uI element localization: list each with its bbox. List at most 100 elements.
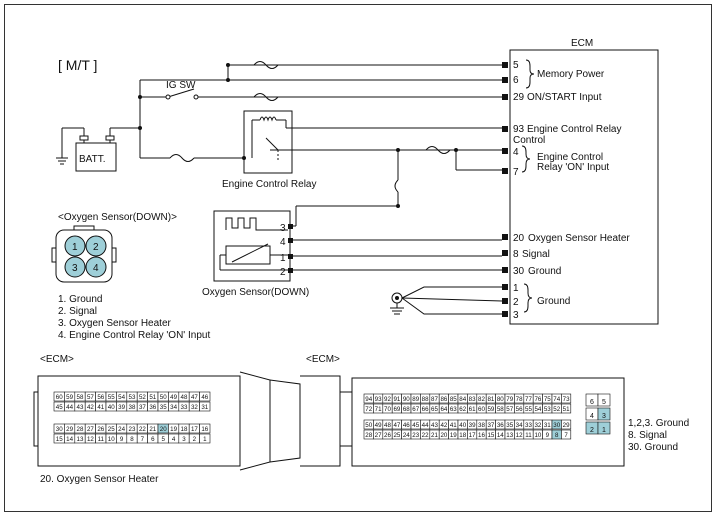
ecm-pin-6: 6 [513, 75, 519, 86]
ecm-left-pin-20-label: 20 [160, 426, 167, 433]
sensor-cell-3: 3 [72, 263, 78, 274]
ecm-right-pin-88-label: 88 [422, 396, 429, 403]
ecm-right-pin-17-label: 17 [469, 432, 476, 439]
ecm-left-pin-31-label: 31 [201, 404, 208, 411]
ecm-right-pin-82-label: 82 [478, 396, 485, 403]
ecm-pin-30-label: Ground [528, 266, 561, 277]
ecm-left-pin-40-label: 40 [108, 404, 115, 411]
ecm-pin-2: 2 [513, 297, 519, 308]
relay-feed [140, 154, 246, 162]
ig-sw-label: IG SW [166, 80, 196, 91]
ecm-right-pin-7-cell [561, 429, 572, 440]
ecm-left-pin-31-cell [199, 401, 211, 412]
ecm-right-pin-39-label: 39 [469, 422, 476, 429]
ecm-left-pin-39-label: 39 [118, 404, 125, 411]
ecm-right-pin-93-label: 93 [375, 396, 382, 403]
ecm-left-pin-34-label: 34 [170, 404, 177, 411]
ecm-left-pin-5-label: 5 [161, 436, 165, 443]
ecm-right-pin-60-label: 60 [478, 406, 485, 413]
ecm-right-pin-29-cell [561, 419, 572, 430]
ecm-right-pin-94-label: 94 [365, 396, 372, 403]
ecm-left-pin-29-label: 29 [66, 426, 73, 433]
ecm-right-pin-42-label: 42 [440, 422, 447, 429]
ecm-right-pin-18-label: 18 [459, 432, 466, 439]
ecm-right-pin-66-label: 66 [422, 406, 429, 413]
ecm-left-pin-21-label: 21 [149, 426, 156, 433]
ecm-left-pin-24-label: 24 [118, 426, 125, 433]
ecm-right-pin-49-label: 49 [375, 422, 382, 429]
ecm-left-pin-17-label: 17 [191, 426, 198, 433]
sensor-legend-3: 3. Oxygen Sensor Heater [58, 318, 172, 329]
ecm-pin-8: 8 [513, 249, 519, 260]
ecm-right-pin-26-label: 26 [384, 432, 391, 439]
ecm-left-pin-54-label: 54 [118, 394, 125, 401]
ecm-right-pin-20-label: 20 [440, 432, 447, 439]
ecm-right-pin-41-label: 41 [450, 422, 457, 429]
ecm-left-pin-14-label: 14 [66, 436, 73, 443]
sensor-cell-1: 1 [72, 242, 78, 253]
ecm-right-pin-34-label: 34 [516, 422, 523, 429]
ecm-left-pin-9-label: 9 [120, 436, 124, 443]
ecm-right-pin-33-label: 33 [525, 422, 532, 429]
ecm-right-legend-3: 30. Ground [628, 442, 678, 453]
ecm-right-pin-7-label: 7 [564, 432, 568, 439]
ecm-left-pin-57-label: 57 [87, 394, 94, 401]
ecm-right-pin-70-label: 70 [384, 406, 391, 413]
ecm-right-pin-38-label: 38 [478, 422, 485, 429]
ecm-right-pin-27-label: 27 [375, 432, 382, 439]
ecm-right-pin-61-label: 61 [469, 406, 476, 413]
ecm-right-pin-73-cell [561, 393, 572, 404]
ecm-right-pin-46-label: 46 [403, 422, 410, 429]
ecm-right-small-pin-5-cell [597, 393, 611, 407]
ecm-left-pin-60-label: 60 [56, 394, 63, 401]
ecm-left-pin-22-label: 22 [139, 426, 146, 433]
ecm-left-pin-27-label: 27 [87, 426, 94, 433]
diagram-frame [4, 4, 712, 512]
ecm-left-pin-35-label: 35 [160, 404, 167, 411]
ecm-right-pin-19-label: 19 [450, 432, 457, 439]
ecm-pin-7: 7 [513, 167, 519, 178]
ecm-left-pin-23-label: 23 [129, 426, 136, 433]
ecm-left-pin-30-label: 30 [56, 426, 63, 433]
ecm-left-pin-43-label: 43 [77, 404, 84, 411]
ecm-left-pin-13-label: 13 [77, 436, 84, 443]
relay-on-label-1: Engine Control [537, 152, 603, 163]
ecm-right-pin-72-label: 72 [365, 406, 372, 413]
ecm-right-pin-64-label: 64 [440, 406, 447, 413]
ecm-pin-3: 3 [513, 310, 519, 321]
ecm-pin-8-label: Signal [522, 249, 550, 260]
ecm-left-pin-6-label: 6 [151, 436, 155, 443]
ecm-right-pin-84-label: 84 [459, 396, 466, 403]
ecm-left-pin-10-label: 10 [108, 436, 115, 443]
ecm-right-pin-63-label: 63 [450, 406, 457, 413]
ecm-right-pin-79-label: 79 [506, 396, 513, 403]
ecm-left-pin-32-label: 32 [191, 404, 198, 411]
ecm-right-pin-76-label: 76 [534, 396, 541, 403]
ecm-right-pin-57-label: 57 [506, 406, 513, 413]
ecm-left-pin-55-label: 55 [108, 394, 115, 401]
ecm-right-small-pin-1-label: 1 [602, 427, 606, 434]
ecm-pins: 5 6 29 ON/START Input 93 Engine Control … [502, 60, 630, 321]
sensor-legend-1: 1. Ground [58, 294, 102, 305]
ecm-left-pin-7-label: 7 [141, 436, 145, 443]
ecm-right-pin-71-label: 71 [375, 406, 382, 413]
ecm-left-pin-48-label: 48 [181, 394, 188, 401]
ecm-right-pin-45-label: 45 [412, 422, 419, 429]
ecm-left-pin-3-label: 3 [182, 436, 186, 443]
ecm-right-pin-92-label: 92 [384, 396, 391, 403]
ecm-right-pin-8-label: 8 [555, 432, 559, 439]
memory-power-label: Memory Power [537, 69, 605, 80]
brace-ground [523, 283, 533, 313]
ecm-right-pin-69-label: 69 [393, 406, 400, 413]
ecm-left-title: <ECM> [40, 354, 74, 365]
ecm-right-pin-91-label: 91 [393, 396, 400, 403]
ecm-pin-30: 30 [513, 266, 525, 277]
ecm-left-pin-16-label: 16 [201, 426, 208, 433]
ecm-right-pin-16-label: 16 [478, 432, 485, 439]
ecm-right-pin-75-label: 75 [544, 396, 551, 403]
ecm-pin-1: 1 [513, 283, 519, 294]
